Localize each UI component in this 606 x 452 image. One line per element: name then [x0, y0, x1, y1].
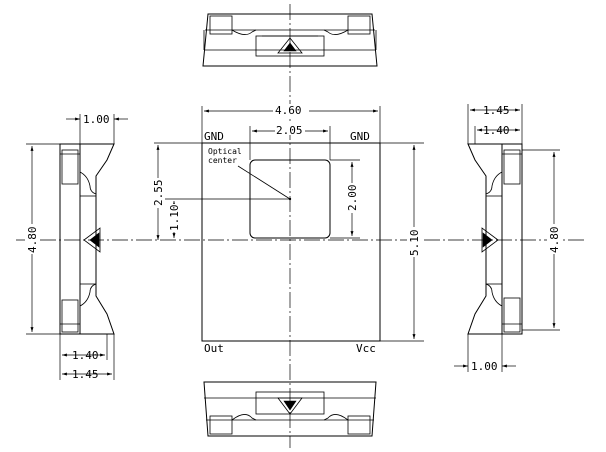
dim-right-top [467, 104, 523, 144]
dim-label-left-4-80: 4.80 [26, 227, 39, 254]
pin-label-gnd-left: GND [204, 130, 224, 143]
pin-label-vcc: Vcc [356, 342, 376, 355]
dim-label-1-10: 1.10 [168, 205, 181, 232]
dim-label-4-60: 4.60 [275, 104, 302, 117]
direction-triangle [277, 397, 303, 415]
optical-center-label-2: center [208, 156, 237, 165]
dim-left-bottom [59, 334, 115, 380]
dim-label-5-10: 5.10 [408, 230, 421, 257]
top-side-view [202, 13, 378, 67]
right-side-view [467, 143, 523, 335]
bottom-side-view [203, 381, 377, 437]
pin-label-out: Out [204, 342, 224, 355]
dim-label-right-1-00: 1.00 [471, 360, 498, 373]
dim-label-left-1-45: 1.45 [72, 368, 99, 381]
dim-left-top [66, 114, 128, 144]
dim-label-right-1-40: 1.40 [483, 124, 510, 137]
dim-label-left-1-00: 1.00 [83, 113, 110, 126]
dim-right-bottom [454, 334, 516, 372]
dim-label-right-1-45: 1.45 [483, 104, 510, 117]
dim-label-right-4-80: 4.80 [548, 227, 561, 254]
pin-label-gnd-right: GND [350, 130, 370, 143]
main-view [201, 142, 381, 342]
dim-label-2-05: 2.05 [276, 124, 303, 137]
dim-label-2-55: 2.55 [152, 180, 165, 207]
left-side-view [59, 143, 115, 335]
direction-triangle [277, 37, 303, 54]
dim-label-left-1-40: 1.40 [72, 349, 99, 362]
dim-label-2-00: 2.00 [346, 185, 359, 212]
optical-center-label-1: Optical [208, 147, 242, 156]
center-lines [16, 4, 584, 448]
